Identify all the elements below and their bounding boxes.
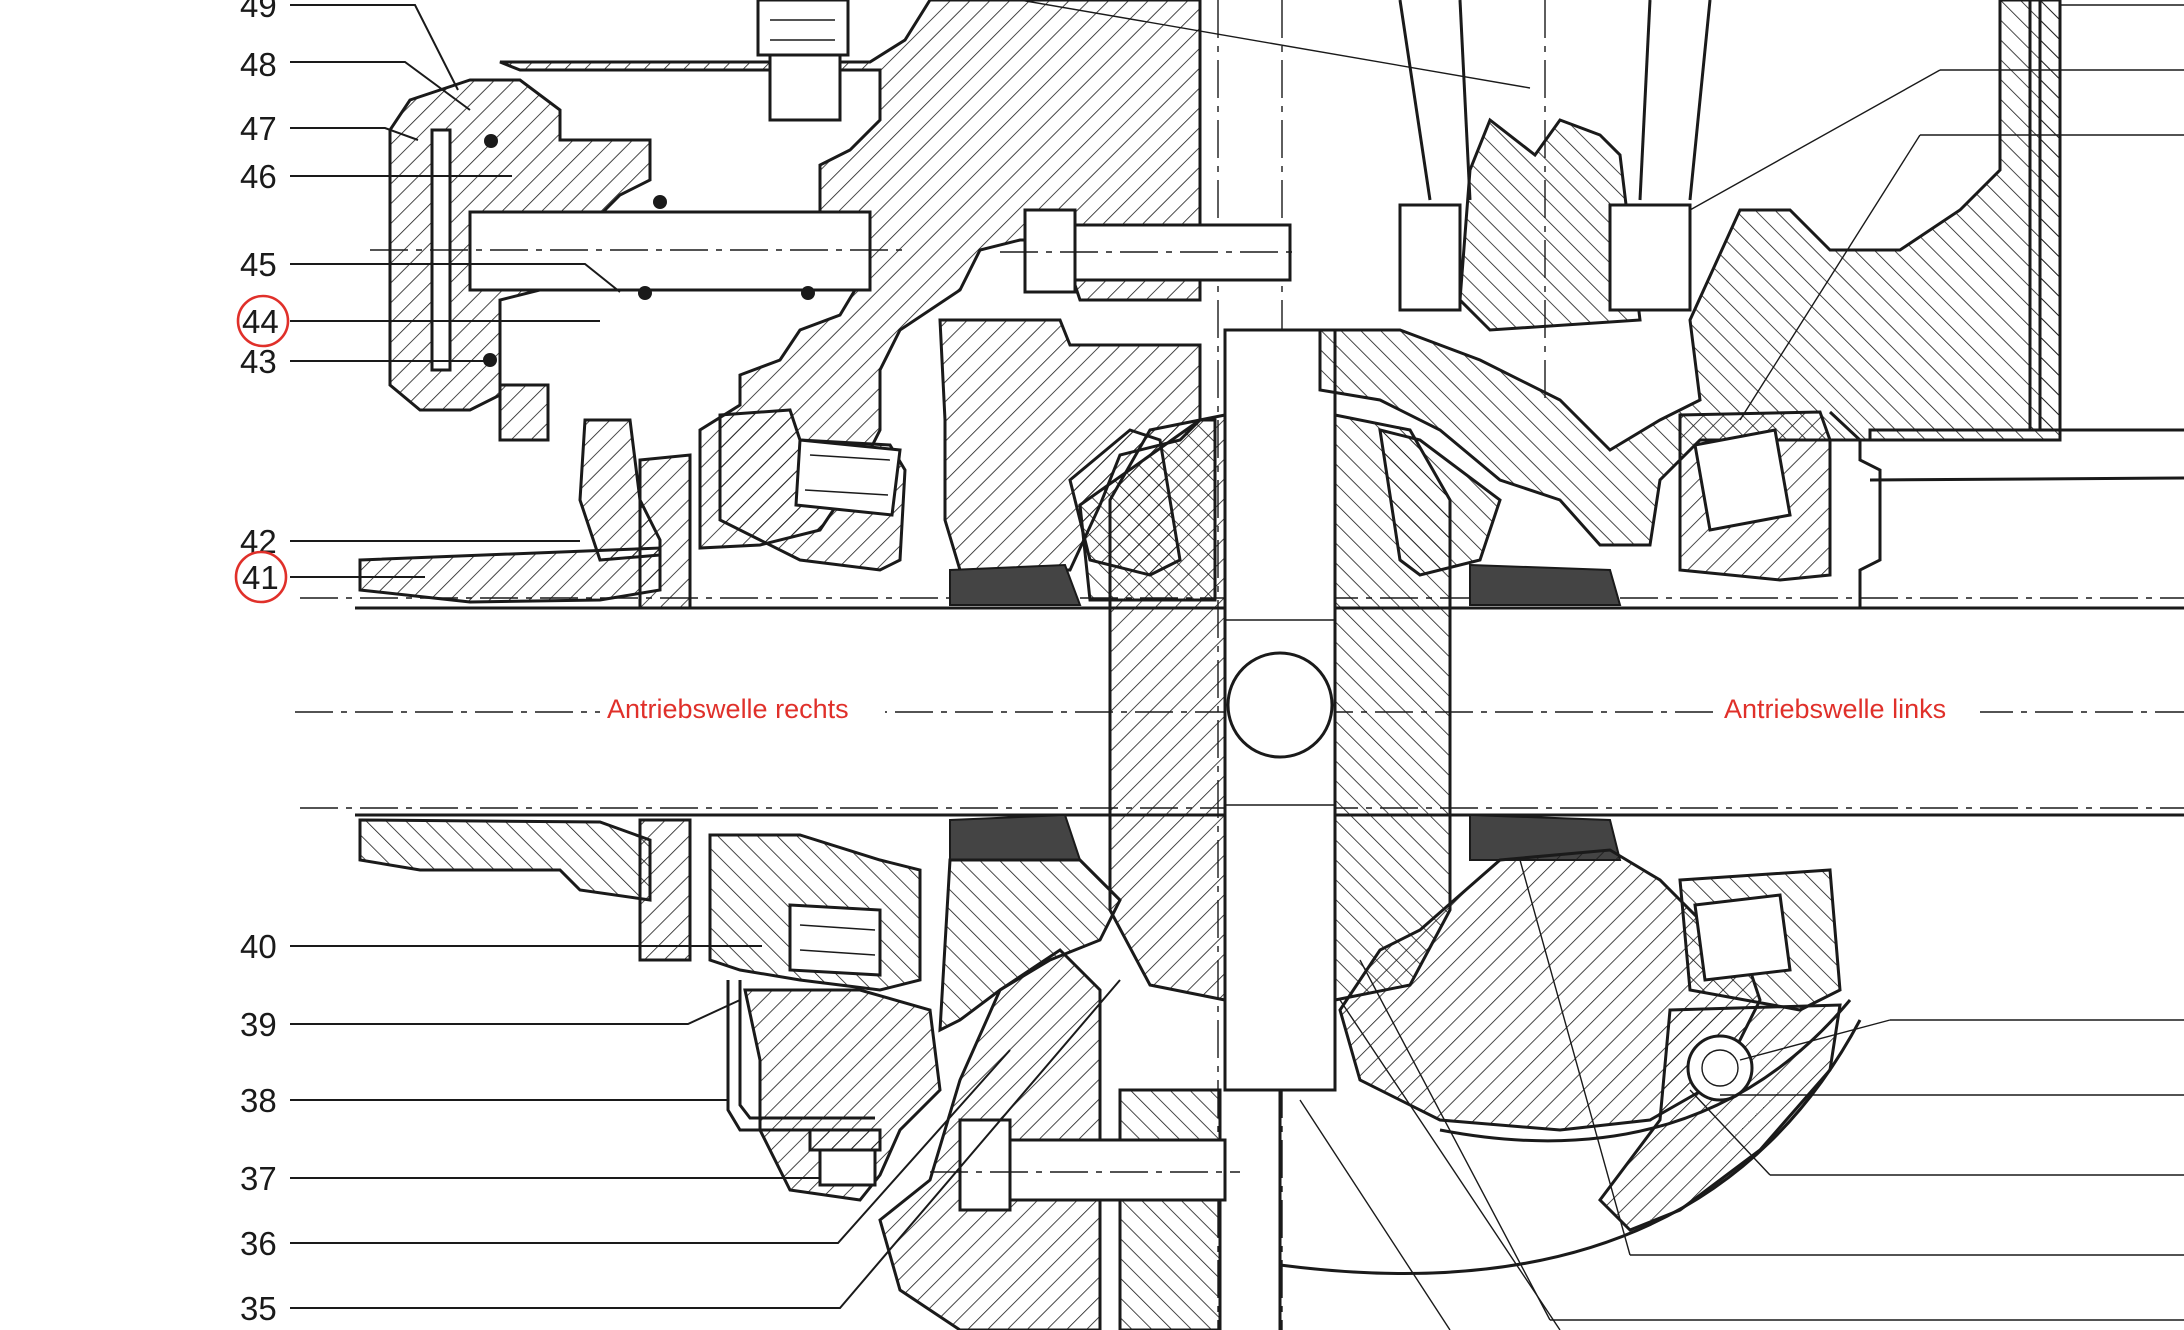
part-number-38: 38 — [240, 1082, 277, 1119]
highlight-ring-41 — [234, 550, 288, 604]
shaft-labels: Antriebswelle rechts Antriebswelle links — [600, 688, 1980, 728]
part-number-47: 47 — [240, 110, 277, 147]
part-number-43: 43 — [240, 343, 277, 380]
part-number-35: 35 — [240, 1290, 277, 1327]
part-number-49: 49 — [240, 0, 277, 24]
part-number-45: 45 — [240, 246, 277, 283]
part-number-36: 36 — [240, 1225, 277, 1262]
leader-lines — [290, 4, 1121, 1309]
part-number-44: 44 — [242, 303, 279, 340]
part-number-37: 37 — [240, 1160, 277, 1197]
part-number-41: 41 — [242, 559, 279, 596]
highlight-ring-44 — [236, 294, 290, 348]
part-number-46: 46 — [240, 158, 277, 195]
shaft-label-right: Antriebswelle rechts — [607, 694, 849, 724]
part-number-48: 48 — [240, 46, 277, 83]
part-number-39: 39 — [240, 1006, 277, 1043]
housing-drawing — [295, 0, 2184, 1330]
shaft-label-left: Antriebswelle links — [1724, 694, 1946, 724]
part-number-40: 40 — [240, 928, 277, 965]
part-number-labels: 49 48 47 46 45 44 43 42 41 40 39 38 37 3… — [234, 0, 290, 1327]
